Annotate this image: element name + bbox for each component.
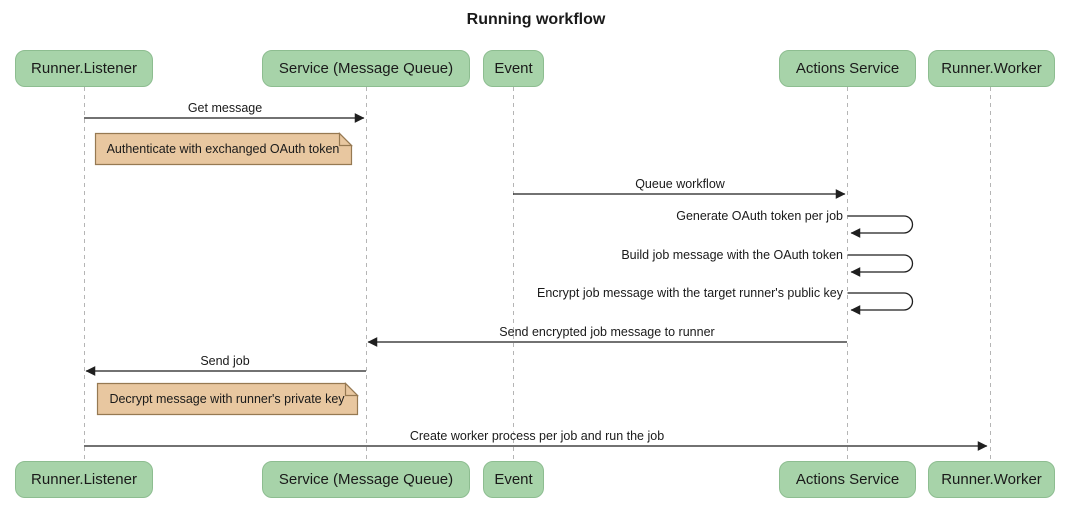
participant-top-runner-listener: Runner.Listener: [15, 50, 153, 87]
note-authenticate: Authenticate with exchanged OAuth token: [106, 142, 340, 156]
arrow-self-generate-oauth-token: [847, 215, 914, 238]
participant-bottom-service-message-queue: Service (Message Queue): [262, 461, 470, 498]
diagram-title: Running workflow: [466, 11, 606, 28]
message-label-send-encrypted-job-message: Send encrypted job message to runner: [499, 325, 715, 339]
participant-bottom-event: Event: [483, 461, 544, 498]
participant-top-runner-worker: Runner.Worker: [928, 50, 1055, 87]
message-label-send-job: Send job: [200, 354, 250, 368]
message-label-queue-workflow: Queue workflow: [635, 177, 725, 191]
message-label-create-worker-process: Create worker process per job and run th…: [409, 429, 665, 443]
participant-bottom-runner-listener: Runner.Listener: [15, 461, 153, 498]
participant-top-actions-service: Actions Service: [779, 50, 916, 87]
arrow-self-encrypt-job-message: [847, 292, 914, 315]
participant-top-service-message-queue: Service (Message Queue): [262, 50, 470, 87]
arrow-self-build-job-message: [847, 254, 914, 277]
message-label-get-message: Get message: [187, 101, 263, 115]
message-label-encrypt-job-message: Encrypt job message with the target runn…: [536, 286, 843, 300]
participant-bottom-actions-service: Actions Service: [779, 461, 916, 498]
note-decrypt: Decrypt message with runner's private ke…: [109, 392, 345, 406]
message-label-generate-oauth-token: Generate OAuth token per job: [676, 209, 843, 223]
participant-bottom-runner-worker: Runner.Worker: [928, 461, 1055, 498]
message-label-build-job-message: Build job message with the OAuth token: [621, 248, 843, 262]
participant-top-event: Event: [483, 50, 544, 87]
